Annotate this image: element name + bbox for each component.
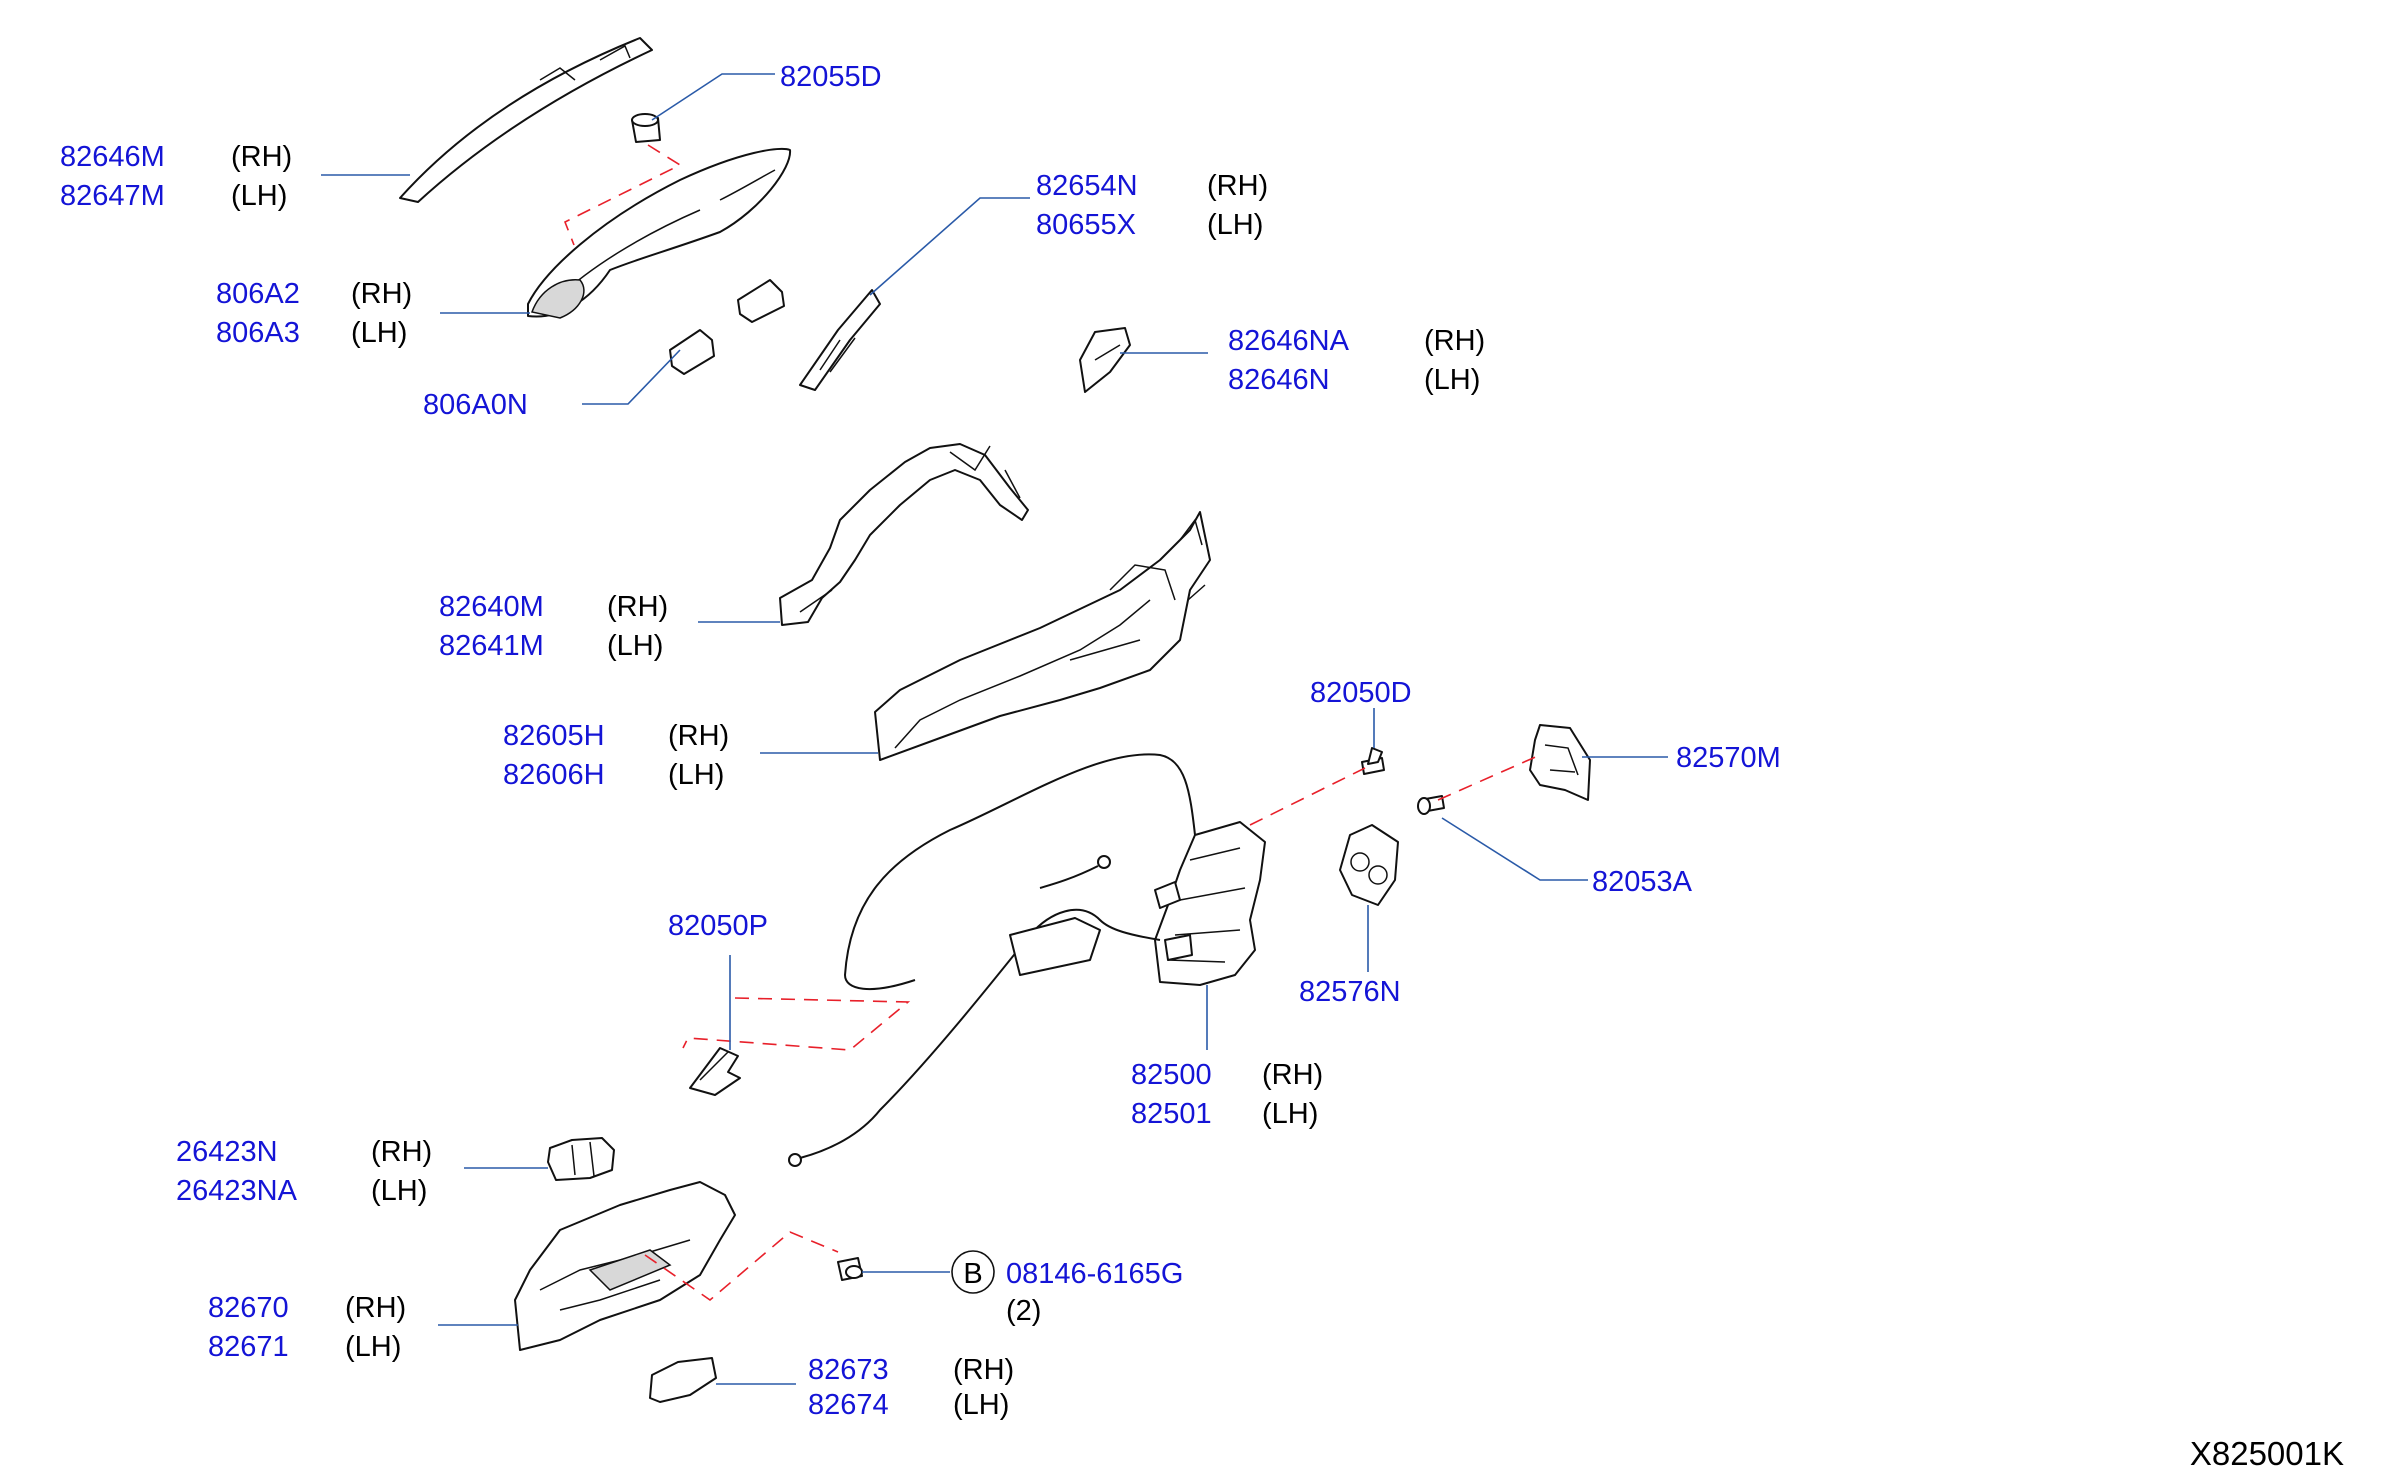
part-number: 82050P: [668, 910, 768, 942]
side-label: (RH): [668, 720, 729, 752]
side-label: (RH): [953, 1354, 1014, 1386]
side-label: (RH): [1207, 170, 1268, 202]
side-label: (LH): [607, 630, 663, 662]
end-cap-drawing: [649, 1357, 717, 1403]
part-number: 82570M: [1676, 742, 1781, 774]
part-number: 82605H: [503, 720, 605, 752]
part-number: 82053A: [1592, 866, 1693, 898]
part-number: 82670: [208, 1292, 289, 1324]
reference-marker-letter: B: [963, 1258, 982, 1290]
bolt-drawing: [1361, 747, 1385, 775]
callout-82654N: 82654N (RH) 80655X (LH): [1036, 170, 1268, 241]
lock-cable-drawing: [788, 753, 1196, 1167]
part-number: 806A3: [216, 317, 300, 349]
part-number: 82050D: [1310, 677, 1412, 709]
outside-handle-drawing: [779, 443, 1029, 626]
side-label: (LH): [668, 759, 724, 791]
part-number: 82576N: [1299, 976, 1401, 1008]
diagram-code: X825001K: [2190, 1435, 2344, 1472]
weatherstrip-drawing: [399, 37, 653, 203]
part-number: 82674: [808, 1389, 889, 1421]
striker-drawing: [1529, 724, 1591, 801]
part-number: 82673: [808, 1354, 889, 1386]
side-label: (RH): [1262, 1059, 1323, 1091]
seal-pads-drawing: [669, 279, 785, 375]
reference-marker-circle: [951, 1250, 995, 1294]
part-number: 82646M: [60, 141, 165, 173]
part-number: 82501: [1131, 1098, 1212, 1130]
callout-806A2: 806A2 (RH) 806A3 (LH): [216, 278, 412, 349]
callout-82053A: 82053A: [1592, 866, 1693, 898]
part-number: 806A2: [216, 278, 300, 310]
inside-handle-drawing: [514, 1181, 736, 1351]
inside-handle-cover-drawing: [547, 1137, 615, 1181]
part-number: 82671: [208, 1331, 289, 1363]
part-number: 26423N: [176, 1136, 278, 1168]
clip-drawing: [631, 113, 661, 143]
side-label: (RH): [1424, 325, 1485, 357]
side-label: (LH): [953, 1389, 1009, 1421]
side-label: (LH): [351, 317, 407, 349]
callout-82055D: 82055D: [780, 61, 882, 93]
escutcheon-drawing: [527, 147, 792, 319]
grommet-pad-drawing: [1079, 327, 1131, 393]
side-label: (LH): [231, 180, 287, 212]
assembly-guide-lines: [563, 144, 1541, 1302]
side-label: (LH): [1262, 1098, 1318, 1130]
callout-08146-6165G: B 08146-6165G (2): [951, 1250, 1183, 1327]
part-number: 82640M: [439, 591, 544, 623]
side-label: (RH): [231, 141, 292, 173]
screw-drawing: [837, 1257, 863, 1281]
callout-82646NA: 82646NA (RH) 82646N (LH): [1228, 325, 1485, 396]
part-number: 80655X: [1036, 209, 1136, 241]
side-label: (LH): [371, 1175, 427, 1207]
callout-26423N: 26423N (RH) 26423NA (LH): [176, 1136, 432, 1207]
side-label: (RH): [607, 591, 668, 623]
part-number: 82647M: [60, 180, 165, 212]
part-number: 82646NA: [1228, 325, 1350, 357]
callout-806A0N: 806A0N: [423, 389, 528, 421]
side-label: (RH): [371, 1136, 432, 1168]
handle-bracket-drawing: [874, 511, 1211, 761]
handle-cover-drawing: [799, 289, 881, 391]
part-number: 08146-6165G: [1006, 1258, 1183, 1290]
quantity-label: (2): [1006, 1295, 1041, 1327]
side-label: (LH): [1207, 209, 1263, 241]
part-number: 82606H: [503, 759, 605, 791]
callout-82576N: 82576N: [1299, 976, 1401, 1008]
callout-82605H: 82605H (RH) 82606H (LH): [503, 720, 729, 791]
callout-82050P: 82050P: [668, 910, 768, 942]
part-number: 82500: [1131, 1059, 1212, 1091]
callout-82050D: 82050D: [1310, 677, 1412, 709]
side-label: (RH): [345, 1292, 406, 1324]
rod-clip-drawing: [689, 1047, 741, 1096]
callout-82673: 82673 (RH) 82674 (LH): [808, 1354, 1014, 1421]
shim-plate-drawing: [1339, 824, 1399, 906]
part-number: 806A0N: [423, 389, 528, 421]
part-number: 82641M: [439, 630, 544, 662]
leader-lines: [321, 73, 1668, 1385]
door-lock-actuator-drawing: [1154, 821, 1266, 986]
callout-82670: 82670 (RH) 82671 (LH): [208, 1292, 406, 1363]
side-label: (RH): [351, 278, 412, 310]
callout-82500: 82500 (RH) 82501 (LH): [1131, 1059, 1323, 1130]
callout-82570M: 82570M: [1676, 742, 1781, 774]
part-number: 26423NA: [176, 1175, 298, 1207]
part-number: 82646N: [1228, 364, 1330, 396]
part-number: 82055D: [780, 61, 882, 93]
side-label: (LH): [345, 1331, 401, 1363]
callout-82646M: 82646M (RH) 82647M (LH): [60, 141, 292, 212]
callout-82640M: 82640M (RH) 82641M (LH): [439, 591, 668, 662]
side-label: (LH): [1424, 364, 1480, 396]
part-number: 82654N: [1036, 170, 1138, 202]
